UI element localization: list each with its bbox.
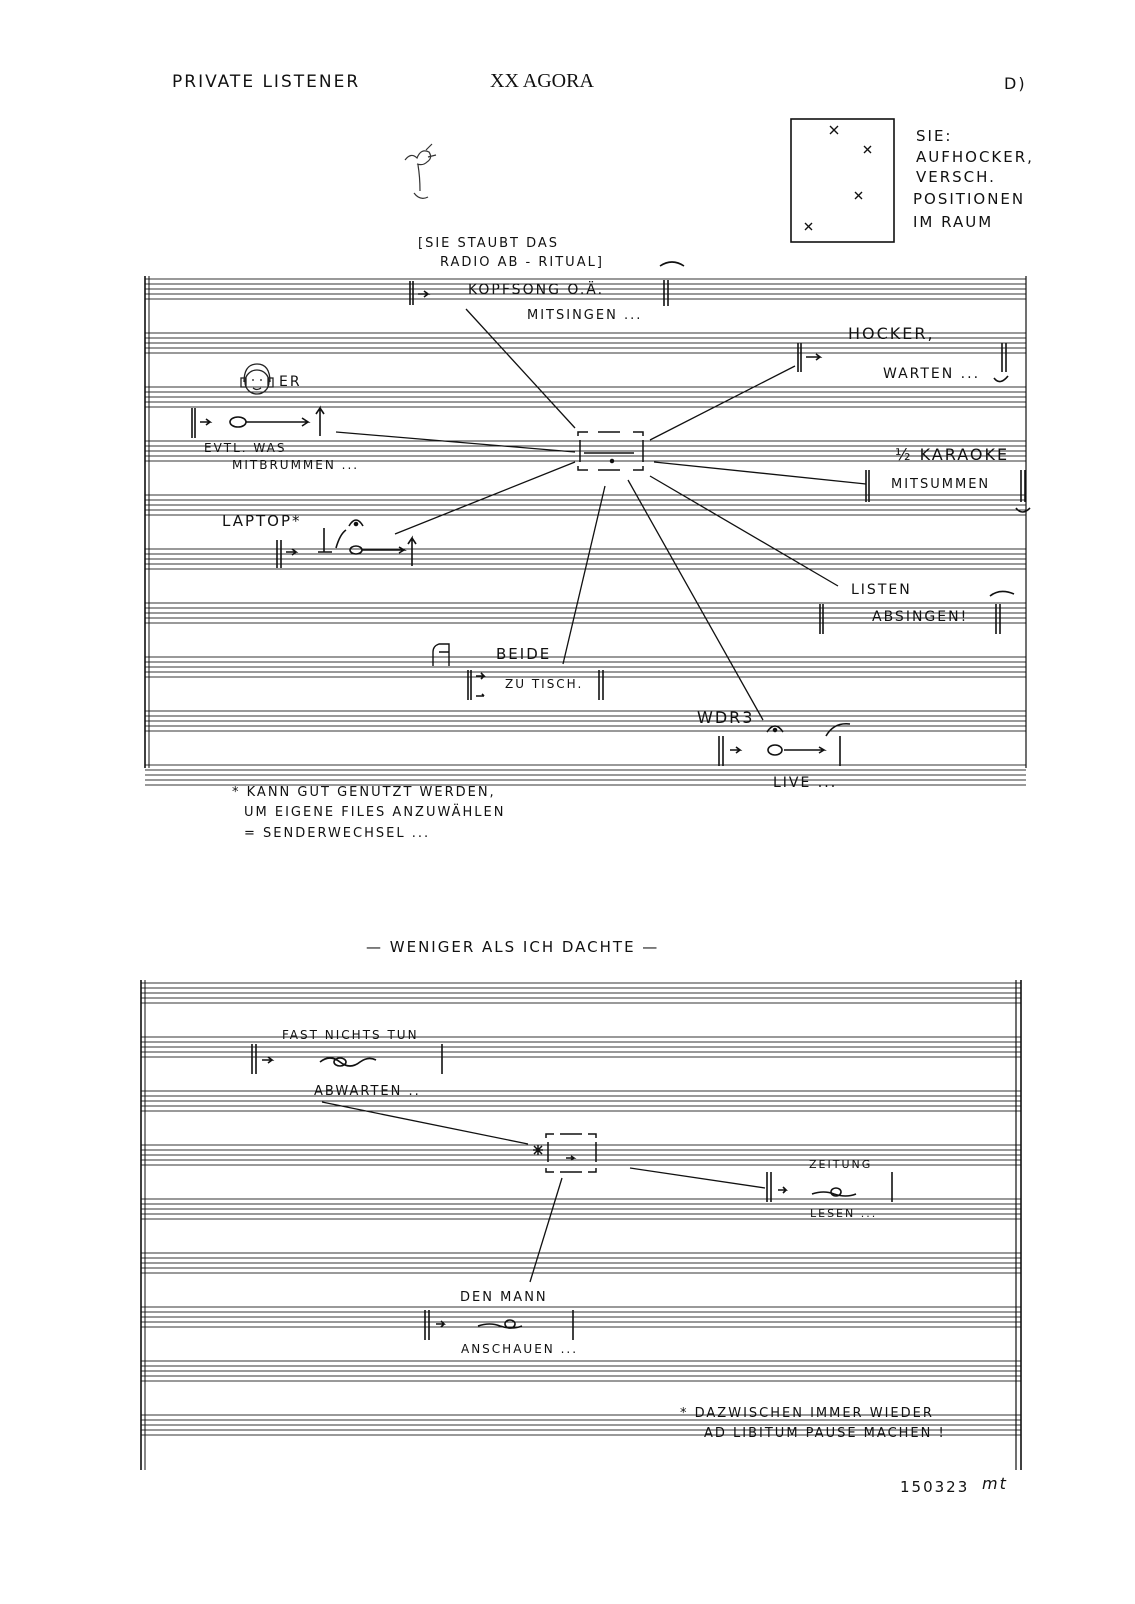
label-she-note-2: RADIO AB - RITUAL]: [440, 255, 604, 270]
header-center-title: XX AGORA: [490, 70, 594, 92]
connector-lines-2: [321, 1101, 766, 1283]
label-karaoke: ½ KARAOKE: [895, 445, 1010, 464]
label-anschauen: ANSCHAUEN ...: [461, 1342, 579, 1356]
connector-lines: [335, 308, 867, 721]
label-evtl-1: EVTL. WAS: [204, 441, 287, 455]
header-left-title: PRIVATE LISTENER: [172, 72, 361, 92]
headphones-head-icon: [240, 363, 274, 395]
section-2-title: — WENIGER ALS ICH DACHTE —: [366, 938, 660, 956]
center-box-icon: [533, 1133, 597, 1173]
label-warten: WARTEN ...: [883, 366, 981, 382]
header-page-marker: D): [1004, 74, 1027, 93]
room-caption-4: POSITIONEN: [913, 190, 1026, 208]
signature-date: 150323: [900, 1478, 970, 1496]
footnote-1-line-3: = SENDERWECHSEL ...: [244, 826, 431, 841]
room-caption-3: VERSCH.: [916, 168, 996, 186]
footnote-2-line-2: AD LIBITUM PAUSE MACHEN !: [704, 1426, 946, 1441]
label-absingen: ABSINGEN!: [872, 609, 969, 625]
label-er: ER: [279, 374, 302, 390]
label-listen: LISTEN: [851, 582, 912, 598]
label-fast-nichts: FAST NICHTS TUN: [282, 1028, 419, 1042]
label-hocker: HOCKER,: [848, 324, 935, 343]
label-laptop: LAPTOP*: [222, 512, 302, 530]
footnote-1-line-1: * KANN GUT GENUTZT WERDEN,: [232, 785, 496, 800]
label-she-note-1: [SIE STAUBT DAS: [418, 236, 560, 251]
radio-box-icon: [577, 431, 644, 471]
label-wdr3: WDR3: [697, 708, 755, 727]
label-zeitung: ZEITUNG: [809, 1158, 873, 1171]
footnote-2-line-1: * DAZWISCHEN IMMER WIEDER: [680, 1406, 934, 1421]
label-mitsingen: MITSINGEN ...: [527, 308, 643, 323]
room-caption-1: SIE:: [916, 127, 953, 145]
label-kopfsong: KOPFSONG O.Ä.: [468, 282, 605, 298]
position-marks: [804, 125, 872, 231]
label-live: LIVE ...: [773, 775, 838, 791]
footnote-1-line-2: UM EIGENE FILES ANZUWÄHLEN: [244, 805, 506, 820]
label-zu-tisch: ZU TISCH.: [505, 677, 584, 691]
room-caption-5: IM RAUM: [913, 213, 994, 231]
label-beide: BEIDE: [496, 645, 552, 663]
label-evtl-2: MITBRUMMEN ...: [232, 458, 360, 472]
label-den-mann: DEN MANN: [460, 1290, 548, 1305]
label-lesen: LESEN ...: [810, 1207, 878, 1220]
label-mitsummen: MITSUMMEN: [891, 477, 991, 492]
signature-initials: mt: [982, 1474, 1008, 1493]
label-abwarten: ABWARTEN ..: [314, 1084, 421, 1099]
room-caption-2: AUFHOCKER,: [916, 148, 1034, 166]
woman-sketch-icon: [404, 143, 437, 199]
chair-icon: [432, 643, 450, 666]
